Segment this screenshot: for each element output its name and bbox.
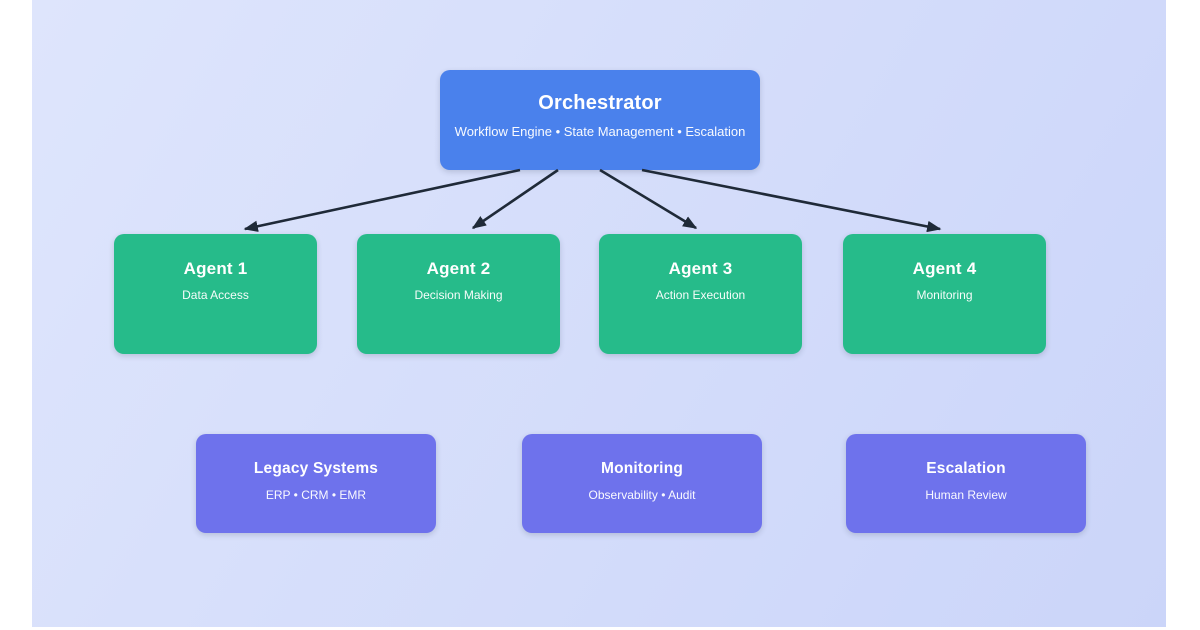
agent-4-title: Agent 4 [912, 259, 977, 278]
orchestrator-node: Orchestrator Workflow Engine • State Man… [440, 70, 760, 170]
agent-2-title: Agent 2 [426, 259, 491, 278]
escalation-node: Escalation Human Review [846, 434, 1086, 533]
agent-2-subtitle: Decision Making [414, 288, 503, 302]
agent-1-node: Agent 1 Data Access [114, 234, 317, 354]
agent-3-title: Agent 3 [668, 259, 733, 278]
agent-4-subtitle: Monitoring [916, 288, 973, 302]
agent-3-node: Agent 3 Action Execution [599, 234, 802, 354]
monitoring-subtitle: Observability • Audit [588, 488, 696, 502]
agent-1-title: Agent 1 [183, 259, 248, 278]
orchestrator-subtitle: Workflow Engine • State Management • Esc… [454, 124, 746, 139]
diagram-canvas: Orchestrator Workflow Engine • State Man… [32, 0, 1166, 627]
agent-3-subtitle: Action Execution [655, 288, 746, 302]
legacy-systems-node: Legacy Systems ERP • CRM • EMR [196, 434, 436, 533]
orchestrator-title: Orchestrator [538, 92, 662, 114]
escalation-subtitle: Human Review [925, 488, 1007, 502]
agent-4-node: Agent 4 Monitoring [843, 234, 1046, 354]
agent-1-subtitle: Data Access [182, 288, 249, 302]
agent-2-node: Agent 2 Decision Making [357, 234, 560, 354]
escalation-title: Escalation [926, 460, 1006, 477]
legacy-systems-title: Legacy Systems [253, 460, 379, 477]
legacy-systems-subtitle: ERP • CRM • EMR [265, 488, 367, 502]
monitoring-title: Monitoring [600, 460, 684, 477]
monitoring-node: Monitoring Observability • Audit [522, 434, 762, 533]
